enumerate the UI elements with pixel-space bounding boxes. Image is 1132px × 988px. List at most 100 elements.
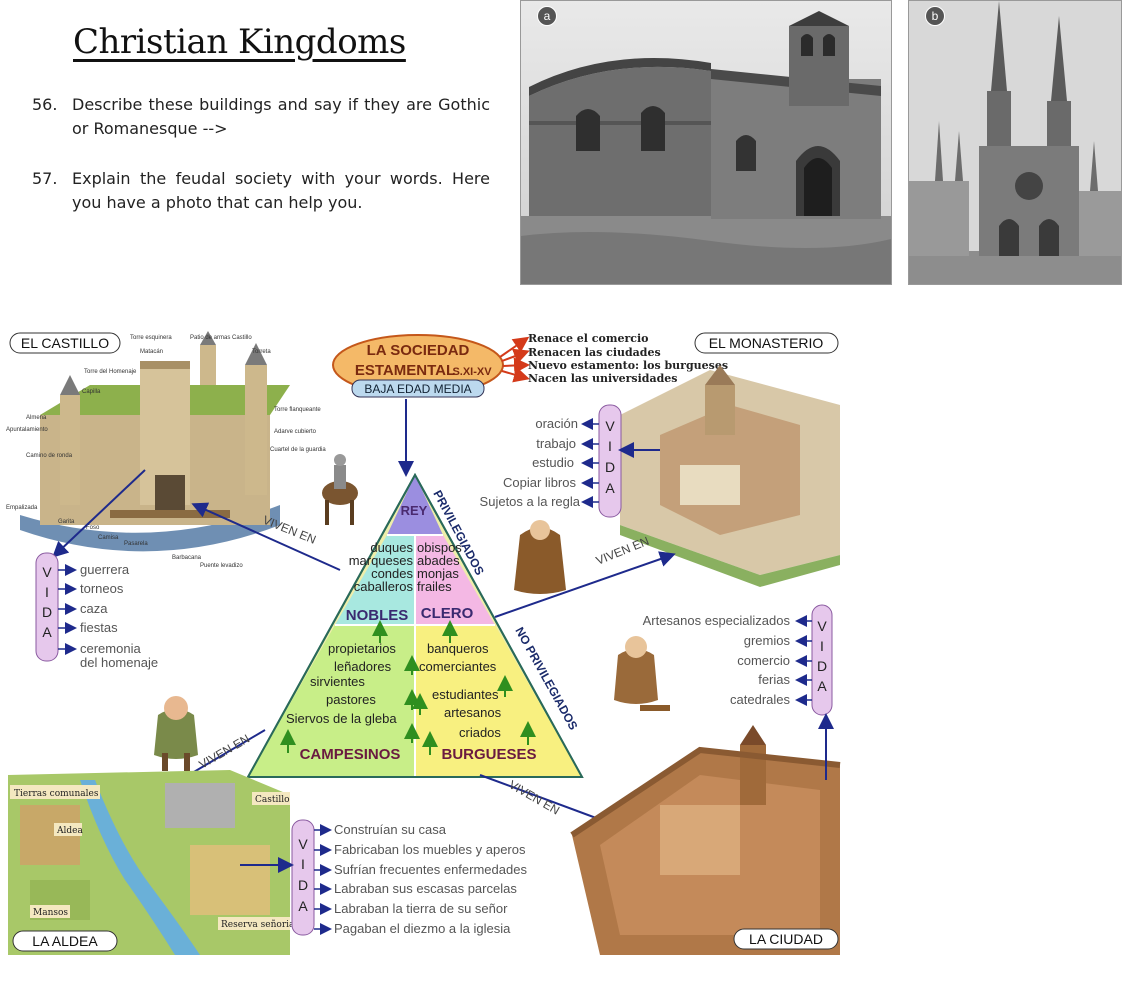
castle-part: Barbacana <box>172 555 202 561</box>
vida-letter: V <box>605 418 615 434</box>
nobles-viven-en-arrow <box>191 502 341 571</box>
castle-part: Camino de ronda <box>26 453 73 459</box>
clero-item: abades <box>417 553 460 568</box>
campesinos-item: sirvientes <box>310 674 365 689</box>
feudal-society-diagram: EL CASTILLO Torre esquinera Torre del Ho… <box>6 331 841 955</box>
city-vida-item: comercio <box>737 653 790 668</box>
village-vida-item: Sufrían frecuentes enfermedades <box>334 862 527 877</box>
castle-to-vida-arrow <box>52 469 146 558</box>
clero-item: obispos <box>417 540 462 555</box>
castle-part: Puente levadizo <box>200 563 243 569</box>
monastery-illustration <box>620 365 840 587</box>
photo-badge-b: b <box>925 6 945 26</box>
vida-letter: D <box>605 459 615 475</box>
castle-title: EL CASTILLO <box>21 335 109 351</box>
vida-letter: D <box>298 877 308 893</box>
village-vida-item: Labraban sus escasas parcelas <box>334 881 517 896</box>
vida-letter: V <box>817 618 827 634</box>
consequence-item: Renacen las ciudades <box>528 346 661 359</box>
question-57: 57.Explain the feudal society with your … <box>32 167 492 215</box>
vida-letter: I <box>820 638 824 654</box>
village-vida-item: Fabricaban los muebles y aperos <box>334 842 526 857</box>
vida-letter: I <box>301 856 305 872</box>
vida-letter: A <box>817 678 827 694</box>
central-sub-box <box>351 379 485 398</box>
castle-part: Patio de armas <box>190 335 230 341</box>
city-vida-item: Artesanos especializados <box>643 613 791 628</box>
vida-letter: V <box>298 836 308 852</box>
castle-part: Castillo <box>232 335 252 341</box>
pyramid-burgueses: BURGUESES <box>441 746 536 763</box>
castle-vida-item: torneos <box>80 581 124 596</box>
vida-letter: V <box>42 564 52 580</box>
campesinos-item: pastores <box>326 692 376 707</box>
question-text: Explain the feudal society with your wor… <box>72 169 490 212</box>
pyramid-clero: CLERO <box>421 605 474 622</box>
monastery-vida-item: estudio <box>532 455 574 470</box>
burgueses-item: banqueros <box>427 641 489 656</box>
artisan-icon <box>614 636 670 711</box>
castle-vida-item: del homenaje <box>80 655 158 670</box>
campesinos-item: Siervos de la gleba <box>286 711 397 726</box>
monastery-title-box <box>694 332 839 354</box>
village-vida-item: Pagaban el diezmo a la iglesia <box>334 921 511 936</box>
village-map-label: Tierras comunales <box>14 789 99 799</box>
clero-list: obispos abades monjas frailes <box>417 540 462 594</box>
village-vida-item: Labraban la tierra de su señor <box>334 901 508 916</box>
consequence-item: Nuevo estamento: los burgueses <box>528 359 728 372</box>
castle-part-labels: Torre esquinera Torre del Homenaje Capil… <box>6 335 326 569</box>
clero-item: frailes <box>417 579 452 594</box>
peasant-icon <box>154 696 198 771</box>
village-map-label: Castillo <box>255 795 290 805</box>
village-illustration <box>8 770 290 955</box>
nobles-item: caballeros <box>354 579 414 594</box>
photo-badge-a: a <box>537 6 557 26</box>
city-title: LA CIUDAD <box>749 931 823 947</box>
burgueses-viven-en-arrow <box>479 774 619 829</box>
city-vida-list: Artesanos especializados gremios comerci… <box>643 613 791 707</box>
burgueses-item: estudiantes <box>432 687 499 702</box>
castle-part: Almena <box>26 415 47 421</box>
monk-icon <box>514 520 566 594</box>
monastery-vida-arrows <box>581 418 599 508</box>
consequence-item: Nacen las universidades <box>528 372 677 385</box>
castle-part: Torre esquinera <box>130 335 172 341</box>
village-vida-item: Construían su casa <box>334 822 447 837</box>
consequence-item: Renace el comercio <box>528 332 648 345</box>
vida-letter: D <box>42 604 52 620</box>
village-title: LA ALDEA <box>32 933 98 949</box>
question-text: Describe these buildings and say if they… <box>72 95 490 138</box>
nobles-item: condes <box>371 566 413 581</box>
pyramid-rey: REY <box>401 503 428 518</box>
castle-vida-letters: V I D A <box>42 564 52 640</box>
castle-part: Torre del Homenaje <box>84 369 137 375</box>
city-vida-item: catedrales <box>730 692 790 707</box>
castle-part: Pasarela <box>124 541 148 547</box>
monastery-vida-letters: V I D A <box>605 418 615 496</box>
photo-gothic-cathedral: b <box>908 0 1122 285</box>
city-vida-item: gremios <box>744 633 791 648</box>
pyramid-campesinos: CAMPESINOS <box>300 746 401 763</box>
viven-en-city: VIVEN EN <box>507 777 563 817</box>
cathedral-illustration <box>909 1 1121 284</box>
pyramid-up-arrows <box>280 620 536 755</box>
city-illustration <box>570 725 841 955</box>
monastery-vida-item: Sujetos a la regla <box>480 494 581 509</box>
consequence-list: Renace el comercio Renacen las ciudades … <box>528 332 728 385</box>
village-vida-pill <box>291 819 315 936</box>
campesinos-item: propietarios <box>328 641 396 656</box>
nobles-item: marqueses <box>349 553 414 568</box>
monastery-vida-item: oración <box>535 416 578 431</box>
castle-part: Torre flanqueante <box>274 407 321 413</box>
consequence-arrows <box>499 336 530 383</box>
viven-en-village: VIVEN EN <box>197 731 253 771</box>
viven-en-castle: VIVEN EN <box>261 513 318 547</box>
castle-vida-item: caza <box>80 601 108 616</box>
castle-vida-pill <box>35 552 59 662</box>
clero-viven-en-arrow <box>494 551 676 618</box>
castle-illustration <box>20 331 290 552</box>
castle-title-box <box>9 332 121 354</box>
society-pyramid <box>246 472 584 778</box>
burgueses-list: banqueros comerciantes estudiantes artes… <box>419 641 502 740</box>
village-map-label: Aldea <box>56 826 83 836</box>
